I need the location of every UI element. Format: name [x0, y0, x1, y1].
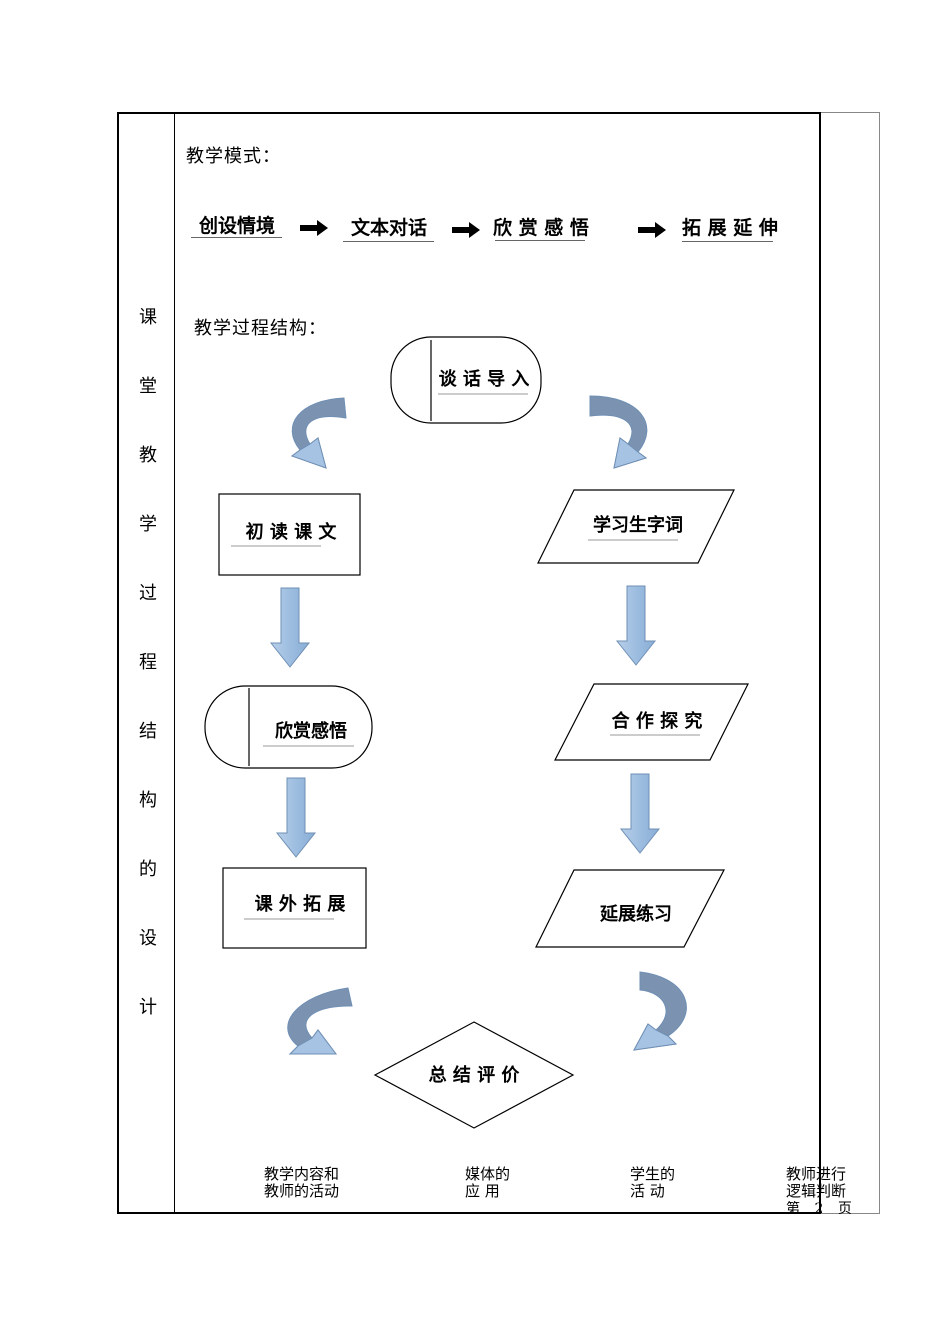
- step-underline: [682, 241, 773, 242]
- node-right3-label: 延展练习: [599, 903, 672, 925]
- side-char: 计: [139, 997, 157, 1018]
- step-underline: [495, 240, 585, 241]
- side-char: 课: [139, 307, 157, 328]
- right-arrow-icon: [452, 222, 480, 238]
- node-end-label: 总 结 评 价: [429, 1064, 521, 1086]
- node-right3: 延展练习: [535, 869, 725, 948]
- side-char: 堂: [139, 376, 157, 397]
- footer-line: 媒体的: [465, 1165, 511, 1183]
- down-arrow-icon: [275, 777, 317, 858]
- column-divider: [174, 113, 175, 1214]
- footer-col-media: 媒体的 应 用: [465, 1166, 510, 1200]
- mode-heading: 教学模式：: [186, 146, 281, 167]
- page-prefix: 第: [786, 1201, 800, 1214]
- node-left3: 课 外 拓 展: [222, 867, 367, 949]
- footer-line: 教师进行: [786, 1165, 847, 1183]
- side-char: 构: [139, 790, 157, 811]
- side-char: 程: [139, 652, 157, 673]
- page-suffix: 页: [837, 1201, 852, 1214]
- footer-line: 教师的活动: [264, 1182, 340, 1200]
- right-arrow-icon: [300, 220, 328, 236]
- node-left2: 欣赏感悟: [204, 685, 373, 769]
- curved-arrow-icon: [290, 397, 347, 469]
- step-underline: [191, 237, 282, 238]
- side-char: 教: [139, 445, 157, 466]
- footer-line: 活 动: [630, 1182, 665, 1200]
- process-heading: 教学过程结构：: [194, 318, 327, 339]
- footer-col-content: 教学内容和 教师的活动: [264, 1166, 339, 1200]
- node-end: 总 结 评 价: [373, 1021, 575, 1129]
- node-right2-label: 合 作 探 究: [612, 710, 703, 732]
- down-arrow-icon: [615, 585, 657, 666]
- node-left1: 初 读 课 文: [218, 493, 361, 576]
- page-number: 第 2 页: [786, 1201, 852, 1214]
- node-left2-label: 欣赏感悟: [275, 720, 347, 742]
- mode-step-4: 拓 展 延 伸: [682, 217, 778, 239]
- side-char: 的: [139, 859, 157, 880]
- mode-step-2: 文本对话: [350, 217, 427, 239]
- step-underline: [343, 241, 434, 242]
- footer-line: 应 用: [465, 1182, 500, 1200]
- footer-line: 教学内容和: [264, 1165, 340, 1183]
- side-char: 学: [139, 514, 157, 535]
- down-arrow-icon: [269, 587, 311, 668]
- table-frame: [117, 112, 821, 1214]
- mode-step-3: 欣 赏 感 悟: [493, 217, 589, 239]
- curved-arrow-icon: [287, 987, 353, 1055]
- down-arrow-icon: [619, 773, 661, 854]
- node-right2: 合 作 探 究: [554, 683, 749, 761]
- footer-line: 逻辑判断: [786, 1182, 847, 1200]
- node-right1-label: 学习生字词: [593, 514, 683, 536]
- node-start-label: 谈 话 导 入: [439, 368, 530, 390]
- footer-col-student: 学生的 活 动: [630, 1166, 675, 1200]
- footer-col-logic: 教师进行 逻辑判断: [786, 1166, 846, 1200]
- side-char: 结: [139, 721, 157, 742]
- curved-arrow-icon: [633, 971, 687, 1051]
- node-right1: 学习生字词: [537, 489, 735, 564]
- side-char: 过: [139, 583, 157, 604]
- node-left1-label: 初 读 课 文: [246, 521, 338, 543]
- node-left3-label: 课 外 拓 展: [255, 893, 347, 915]
- right-arrow-icon: [638, 222, 666, 238]
- right-column: [821, 112, 880, 1214]
- mode-step-1: 创设情境: [198, 215, 275, 237]
- node-start: 谈 话 导 入: [390, 336, 542, 424]
- curved-arrow-icon: [589, 395, 648, 469]
- side-char: 设: [139, 928, 157, 949]
- footer-line: 学生的: [630, 1165, 676, 1183]
- page-number-value: 2: [814, 1201, 824, 1214]
